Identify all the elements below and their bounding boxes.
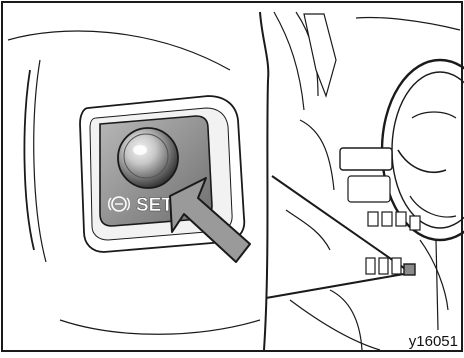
highlighted-switch bbox=[404, 264, 415, 275]
switch-label: SET bbox=[136, 195, 173, 216]
switch-row-lower bbox=[366, 258, 401, 274]
console-display bbox=[340, 148, 392, 170]
switch-knob[interactable] bbox=[118, 128, 178, 188]
console-panel bbox=[348, 176, 390, 202]
switch-knob-highlight bbox=[133, 145, 147, 155]
figure-code: y16051 bbox=[407, 333, 460, 350]
